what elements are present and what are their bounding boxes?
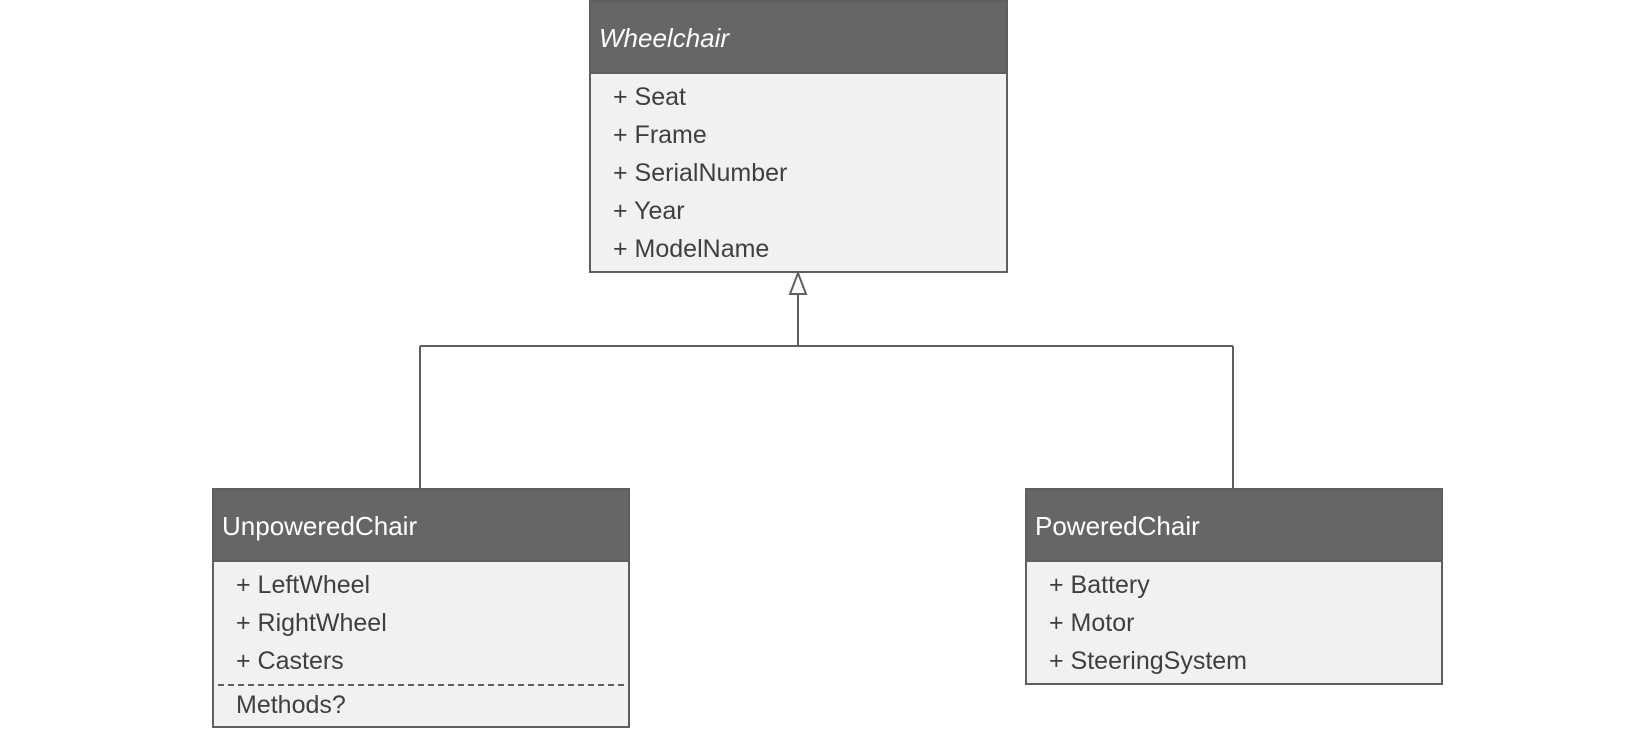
class-name: UnpoweredChair — [214, 490, 628, 562]
attribute-casters: + Casters — [236, 647, 344, 675]
generalization-arrowhead — [788, 270, 808, 295]
attribute-steering-system: + SteeringSystem — [1049, 647, 1248, 675]
attribute-frame: + Frame — [613, 121, 707, 149]
methods-compartment: Methods? — [218, 684, 624, 724]
attribute-serial-number: + SerialNumber — [613, 159, 788, 187]
attribute-motor: + Motor — [1049, 609, 1135, 637]
class-unpowered-chair: UnpoweredChair + LeftWheel + RightWheel … — [212, 488, 630, 728]
attribute-right-wheel: + RightWheel — [236, 609, 387, 637]
attribute-seat: + Seat — [613, 83, 686, 111]
attribute-list: + Seat + Frame + SerialNumber + Year + M… — [591, 74, 1006, 272]
attribute-battery: + Battery — [1049, 571, 1150, 599]
class-name: PoweredChair — [1027, 490, 1441, 562]
attribute-left-wheel: + LeftWheel — [236, 571, 371, 599]
class-wheelchair: Wheelchair + Seat + Frame + SerialNumber… — [589, 0, 1008, 273]
attribute-list: + Battery + Motor + SteeringSystem — [1027, 562, 1441, 684]
attribute-list: + LeftWheel + RightWheel + Casters — [214, 562, 628, 684]
attribute-model-name: + ModelName — [613, 235, 770, 263]
attribute-year: + Year — [613, 197, 685, 225]
class-powered-chair: PoweredChair + Battery + Motor + Steerin… — [1025, 488, 1443, 685]
class-name: Wheelchair — [591, 2, 1006, 74]
